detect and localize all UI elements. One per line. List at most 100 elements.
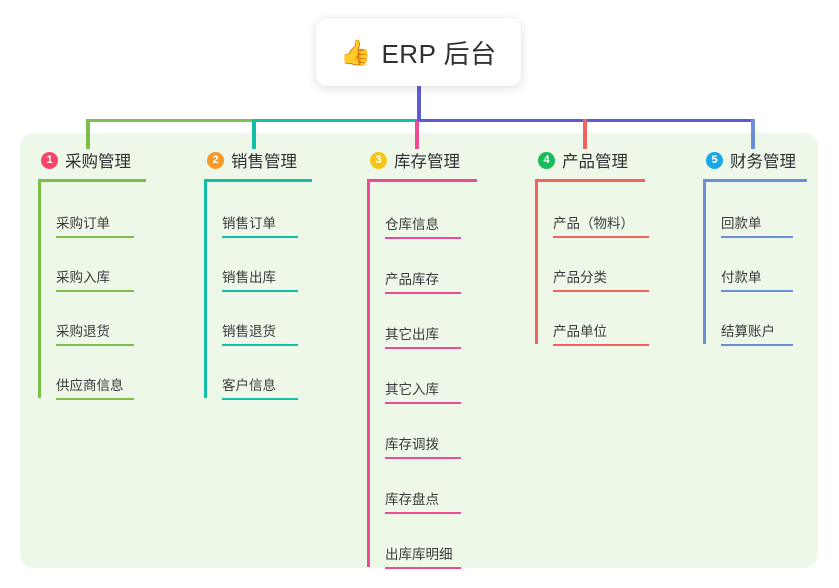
list-item[interactable]: 回款单: [703, 182, 793, 238]
list-item-label: 库存盘点: [385, 492, 439, 507]
column-items-3: 仓库信息产品库存其它出库其它入库库存调拨库存盘点出库库明细: [367, 182, 477, 569]
list-item-label: 销售退货: [222, 324, 276, 339]
list-item-label: 供应商信息: [56, 378, 124, 393]
list-item-rule: [385, 292, 461, 294]
list-item[interactable]: 其它出库: [367, 292, 461, 349]
connector-stub-2: [252, 119, 256, 149]
list-item-label: 销售订单: [222, 216, 276, 231]
list-item[interactable]: 产品库存: [367, 237, 461, 294]
connector-stub-5: [751, 119, 755, 149]
list-item[interactable]: 产品单位: [535, 290, 649, 346]
column-badge-2: 2: [207, 151, 224, 169]
list-item-rule: [56, 398, 134, 400]
list-item[interactable]: 采购入库: [38, 236, 134, 292]
column-badge-3: 3: [370, 151, 387, 169]
list-item-rule: [56, 344, 134, 346]
column-title-1: 采购管理: [65, 153, 131, 171]
list-item-rule: [553, 236, 649, 238]
column-rule-1: [38, 179, 146, 182]
list-item-label: 结算账户: [721, 324, 775, 339]
column-5: 5 财务管理回款单付款单结算账户: [703, 148, 807, 346]
list-item[interactable]: 销售出库: [204, 236, 298, 292]
thumbs-up-icon: 👍: [340, 37, 372, 67]
list-item-rule: [553, 344, 649, 346]
column-rule-4: [535, 179, 645, 182]
column-2: 2 销售管理销售订单销售出库销售退货客户信息: [204, 148, 312, 400]
list-item-rule: [721, 290, 793, 292]
column-title-2: 销售管理: [231, 153, 297, 171]
column-badge-5: 5: [706, 151, 723, 169]
list-item-label: 库存调拨: [385, 437, 439, 452]
diagram-panel: [20, 133, 818, 568]
list-item-rule: [385, 567, 461, 569]
list-item-label: 付款单: [721, 270, 762, 285]
list-item-rule: [385, 457, 461, 459]
list-item[interactable]: 产品分类: [535, 236, 649, 292]
connector-stub-4: [583, 119, 587, 149]
list-item[interactable]: 采购退货: [38, 290, 134, 346]
list-item-label: 出库库明细: [385, 547, 453, 562]
root-connector-stem: [417, 84, 421, 121]
column-title-5: 财务管理: [730, 153, 796, 171]
list-item-rule: [721, 236, 793, 238]
list-item-rule: [222, 344, 298, 346]
list-item-label: 其它出库: [385, 327, 439, 342]
column-items-2: 销售订单销售出库销售退货客户信息: [204, 182, 312, 400]
list-item-label: 回款单: [721, 216, 762, 231]
column-rule-3: [367, 179, 477, 182]
list-item-rule: [553, 290, 649, 292]
list-item-rule: [222, 236, 298, 238]
list-item-rule: [385, 402, 461, 404]
list-item-rule: [385, 347, 461, 349]
column-items-5: 回款单付款单结算账户: [703, 182, 807, 346]
column-spine-2: [204, 182, 207, 398]
column-title-4: 产品管理: [562, 153, 628, 171]
column-spine-5: [703, 182, 706, 344]
list-item[interactable]: 仓库信息: [367, 182, 461, 239]
list-item-rule: [56, 236, 134, 238]
column-spine-1: [38, 182, 41, 398]
list-item-label: 客户信息: [222, 378, 276, 393]
column-rule-5: [703, 179, 807, 182]
list-item[interactable]: 出库库明细: [367, 512, 461, 569]
column-header-2[interactable]: 2 销售管理: [204, 148, 312, 172]
list-item-label: 产品库存: [385, 272, 439, 287]
list-item[interactable]: 供应商信息: [38, 344, 134, 400]
list-item[interactable]: 客户信息: [204, 344, 298, 400]
list-item-rule: [222, 398, 298, 400]
column-spine-4: [535, 182, 538, 344]
column-header-5[interactable]: 5 财务管理: [703, 148, 807, 172]
root-title: ERP 后台: [381, 38, 497, 69]
root-node[interactable]: 👍 ERP 后台: [316, 18, 521, 86]
list-item[interactable]: 库存盘点: [367, 457, 461, 514]
list-item[interactable]: 销售退货: [204, 290, 298, 346]
connector-bus-teal: [252, 119, 424, 122]
column-items-4: 产品（物料）产品分类产品单位: [535, 182, 649, 346]
list-item[interactable]: 销售订单: [204, 182, 298, 238]
list-item[interactable]: 采购订单: [38, 182, 134, 238]
list-item-label: 其它入库: [385, 382, 439, 397]
list-item-label: 采购退货: [56, 324, 110, 339]
connector-stub-3: [415, 119, 419, 149]
list-item[interactable]: 其它入库: [367, 347, 461, 404]
list-item-rule: [222, 290, 298, 292]
list-item-label: 仓库信息: [385, 217, 439, 232]
list-item-rule: [721, 344, 793, 346]
column-spine-3: [367, 182, 370, 567]
column-title-3: 库存管理: [394, 153, 460, 171]
connector-bus-green: [86, 119, 276, 122]
column-items-1: 采购订单采购入库采购退货供应商信息: [38, 182, 146, 400]
list-item-label: 销售出库: [222, 270, 276, 285]
list-item[interactable]: 产品（物料）: [535, 182, 649, 238]
list-item[interactable]: 结算账户: [703, 290, 793, 346]
list-item[interactable]: 库存调拨: [367, 402, 461, 459]
list-item-rule: [385, 512, 461, 514]
column-header-3[interactable]: 3 库存管理: [367, 148, 477, 172]
list-item-rule: [56, 290, 134, 292]
list-item[interactable]: 付款单: [703, 236, 793, 292]
column-3: 3 库存管理仓库信息产品库存其它出库其它入库库存调拨库存盘点出库库明细: [367, 148, 477, 569]
